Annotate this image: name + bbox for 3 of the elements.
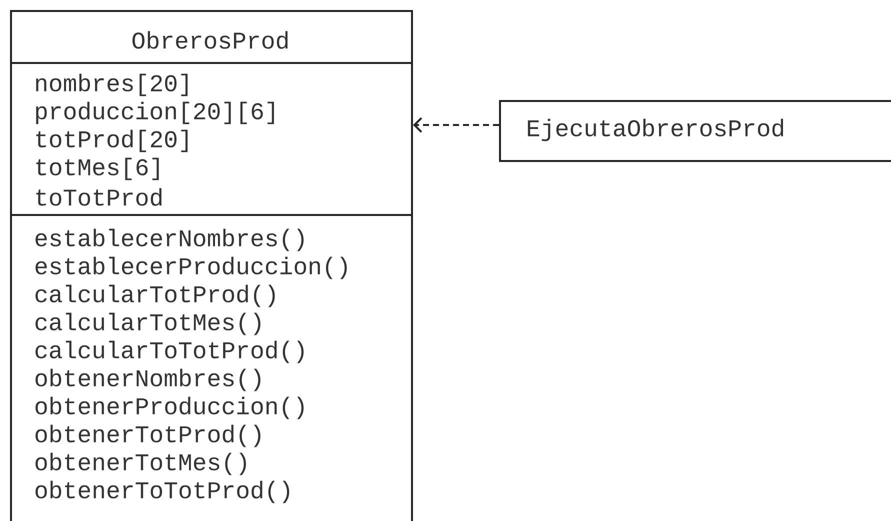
dependency-arrow [413, 117, 499, 133]
class-box: EjecutaObrerosProd [499, 100, 891, 162]
class-box: ObrerosProd nombres[20] produccion[20][6] totProd[20] totMes[6] toTotProd establecerNombres() establecerProduccion() calcularTotProd() calcularTotMes() calcularToTotProd() obtenerNombres() obtenerProduccion() obtenerTotProd() obtenerTotMes() obtenerToTotProd() [10, 10, 413, 521]
